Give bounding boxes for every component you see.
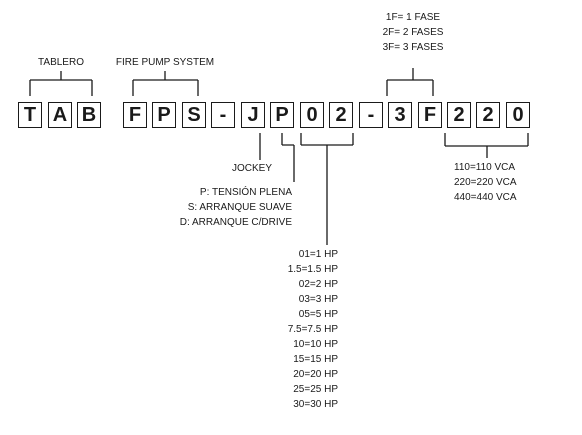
start-type-d: D: ARRANQUE C/DRIVE <box>179 217 292 228</box>
hp-option: 15=15 HP <box>293 354 338 365</box>
code-char-phase-f: F <box>418 102 442 128</box>
code-char-phase-num: 3 <box>388 102 412 128</box>
start-type-p: P: TENSIÓN PLENA <box>199 187 292 198</box>
hp-option: 01=1 HP <box>298 249 338 260</box>
voltage-option-2: 220=220 VCA <box>454 177 517 188</box>
voltage-option-3: 440=440 VCA <box>454 192 517 203</box>
code-dash-1: - <box>211 102 235 128</box>
hp-option: 03=3 HP <box>298 294 338 305</box>
fire-pump-bracket <box>132 71 199 96</box>
tablero-bracket <box>29 71 93 96</box>
code-char-hp-2: 2 <box>329 102 353 128</box>
code-char-j: J <box>241 102 265 128</box>
hp-option: 25=25 HP <box>293 384 338 395</box>
phase-bracket <box>386 68 434 96</box>
code-char-p-start: P <box>270 102 294 128</box>
hp-option: 10=10 HP <box>293 339 338 350</box>
jockey-label: JOCKEY <box>231 163 272 174</box>
code-char-t: T <box>18 102 42 128</box>
hp-bracket <box>300 133 354 245</box>
code-char-volt-2: 2 <box>476 102 500 128</box>
hp-option: 20=20 HP <box>293 369 338 380</box>
code-char-hp-1: 0 <box>300 102 324 128</box>
start-type-line <box>281 133 295 182</box>
fire-pump-label: FIRE PUMP SYSTEM <box>115 57 215 68</box>
code-dash-2: - <box>359 102 383 128</box>
code-char-volt-3: 0 <box>506 102 530 128</box>
hp-option: 1.5=1.5 HP <box>287 264 338 275</box>
code-char-a: A <box>48 102 72 128</box>
tablero-label: TABLERO <box>38 57 84 68</box>
code-char-f: F <box>123 102 147 128</box>
code-char-volt-1: 2 <box>447 102 471 128</box>
code-char-s: S <box>182 102 206 128</box>
hp-option: 30=30 HP <box>293 399 338 410</box>
phase-option-1: 1F= 1 FASE <box>385 12 441 23</box>
hp-option: 05=5 HP <box>298 309 338 320</box>
hp-option: 02=2 HP <box>298 279 338 290</box>
code-char-p: P <box>152 102 176 128</box>
code-char-b: B <box>77 102 101 128</box>
hp-option: 7.5=7.5 HP <box>287 324 338 335</box>
start-type-s: S: ARRANQUE SUAVE <box>187 202 292 213</box>
phase-option-3: 3F= 3 FASES <box>382 42 444 53</box>
voltage-bracket <box>444 133 529 158</box>
phase-option-2: 2F= 2 FASES <box>382 27 444 38</box>
voltage-option-1: 110=110 VCA <box>454 162 516 173</box>
